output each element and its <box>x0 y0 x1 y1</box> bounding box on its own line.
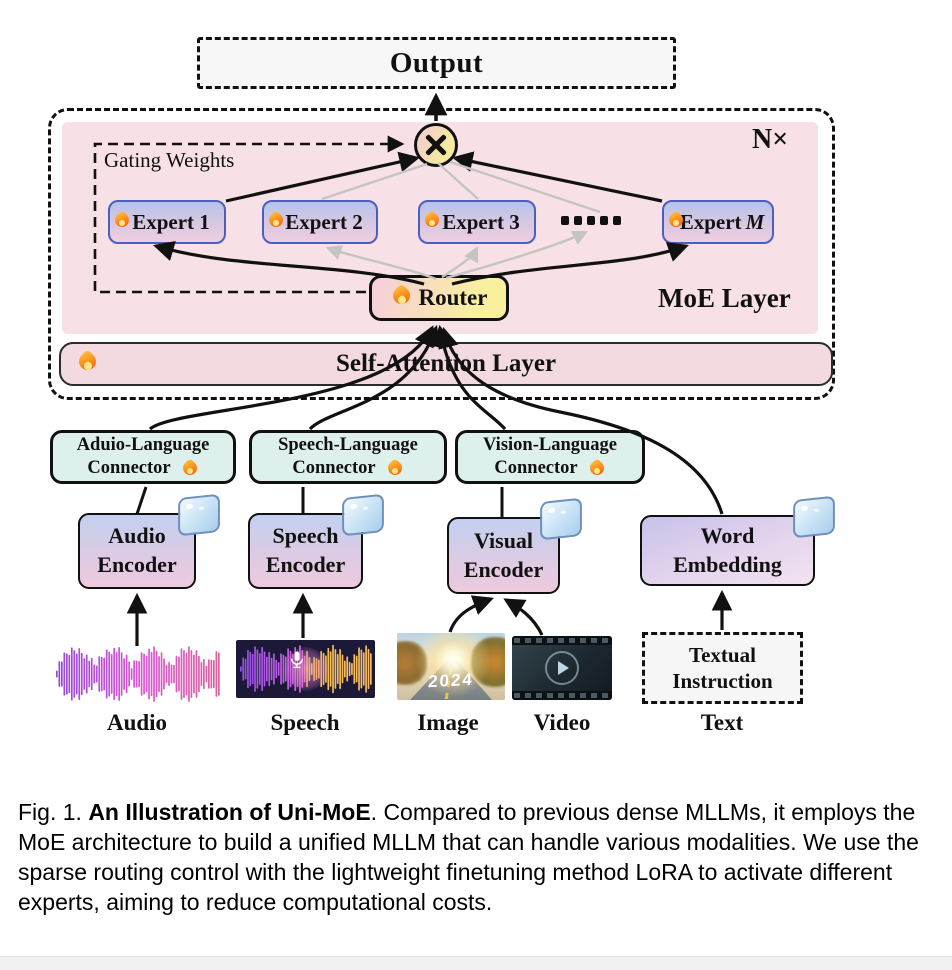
speech-thumbnail <box>236 640 375 698</box>
expert-2-label: Expert 2 <box>285 209 363 234</box>
mic-glow <box>283 647 328 691</box>
encoder-line2: Encoder <box>463 556 544 582</box>
textual-instruction-box: Textual Instruction <box>642 632 803 704</box>
video-thumbnail <box>512 636 612 700</box>
connector-line2: Connector <box>87 458 171 478</box>
connector-line1: Aduio-Language <box>76 434 210 455</box>
connector-line1: Vision-Language <box>483 434 617 455</box>
encoder-line2: Encoder <box>97 552 177 577</box>
encoder-line1: Word <box>700 522 755 548</box>
modality-label-audio: Audio <box>106 710 168 735</box>
router-label: Router <box>418 285 488 310</box>
output-label: Output <box>389 46 484 79</box>
encoder-line1: Audio <box>108 523 166 549</box>
image-thumbnail: 2024 <box>397 633 505 700</box>
modality-label-image: Image <box>417 710 479 735</box>
fire-icon <box>667 211 685 231</box>
audio-waveform-thumbnail <box>56 646 220 702</box>
modality-label-text: Text <box>700 710 744 735</box>
encoder-line1: Visual <box>473 527 534 553</box>
repeat-count-label: N× <box>752 124 789 155</box>
page-bottom-divider <box>0 956 952 970</box>
expert-3-box: Expert 3 <box>418 200 536 244</box>
ice-icon <box>540 497 582 541</box>
ice-icon <box>178 493 220 537</box>
experts-ellipsis <box>561 216 625 225</box>
vision-language-connector: Vision-Language Connector <box>455 430 645 484</box>
encoder-line2: Embedding <box>673 551 782 577</box>
multiply-icon <box>414 123 458 167</box>
ice-icon <box>342 493 384 537</box>
connector-line1: Speech-Language <box>278 434 418 455</box>
fire-icon <box>181 459 199 479</box>
expert-3-label: Expert 3 <box>442 209 520 234</box>
self-attention-label: Self-Attention Layer <box>335 350 557 377</box>
audio-language-connector: Aduio-Language Connector <box>50 430 236 484</box>
modality-label-speech: Speech <box>270 710 340 735</box>
mic-icon <box>290 651 303 669</box>
encoder-line2: Encoder <box>265 552 346 577</box>
output-box: Output <box>197 37 676 89</box>
speech-language-connector: Speech-Language Connector <box>249 430 447 484</box>
gating-weights-label: Gating Weights <box>104 148 235 172</box>
fire-icon <box>588 459 606 479</box>
connector-line2: Connector <box>494 458 578 478</box>
sun-glow <box>397 633 505 700</box>
connector-line2: Connector <box>292 458 376 478</box>
expert-1-label: Expert 1 <box>132 209 210 234</box>
ice-icon <box>793 495 835 539</box>
modality-label-video: Video <box>533 710 591 735</box>
fire-icon <box>386 459 404 479</box>
fire-icon <box>113 211 131 231</box>
figure-caption: Fig. 1. An Illustration of Uni-MoE. Comp… <box>18 797 934 917</box>
fire-icon <box>77 351 99 377</box>
router-box: Router <box>369 275 509 321</box>
caption-body: . Compared to previous dense MLLMs, it e… <box>18 799 919 915</box>
fire-icon <box>391 285 413 311</box>
expert-2-box: Expert 2 <box>262 200 378 244</box>
textual-line2: Instruction <box>672 669 773 693</box>
expert-m-suffix: M <box>745 209 765 234</box>
moe-layer-label: MoE Layer <box>658 283 791 313</box>
audio-encoder-box: Audio Encoder <box>78 513 196 589</box>
word-embedding-box: Word Embedding <box>640 515 815 586</box>
fire-icon <box>423 211 441 231</box>
speech-encoder-box: Speech Encoder <box>248 513 363 589</box>
expert-1-box: Expert 1 <box>108 200 226 244</box>
fire-icon <box>267 211 285 231</box>
encoder-line1: Speech <box>272 523 339 549</box>
self-attention-layer: Self-Attention Layer <box>59 342 833 386</box>
expert-m-box: Expert M <box>662 200 774 244</box>
expert-m-label: Expert <box>679 209 742 234</box>
film-strip <box>512 636 612 645</box>
textual-line1: Textual <box>689 642 756 667</box>
film-strip <box>512 691 612 700</box>
play-icon <box>545 651 579 685</box>
caption-title: An Illustration of Uni-MoE <box>88 799 371 825</box>
caption-fig-label: Fig. 1. <box>18 799 89 825</box>
